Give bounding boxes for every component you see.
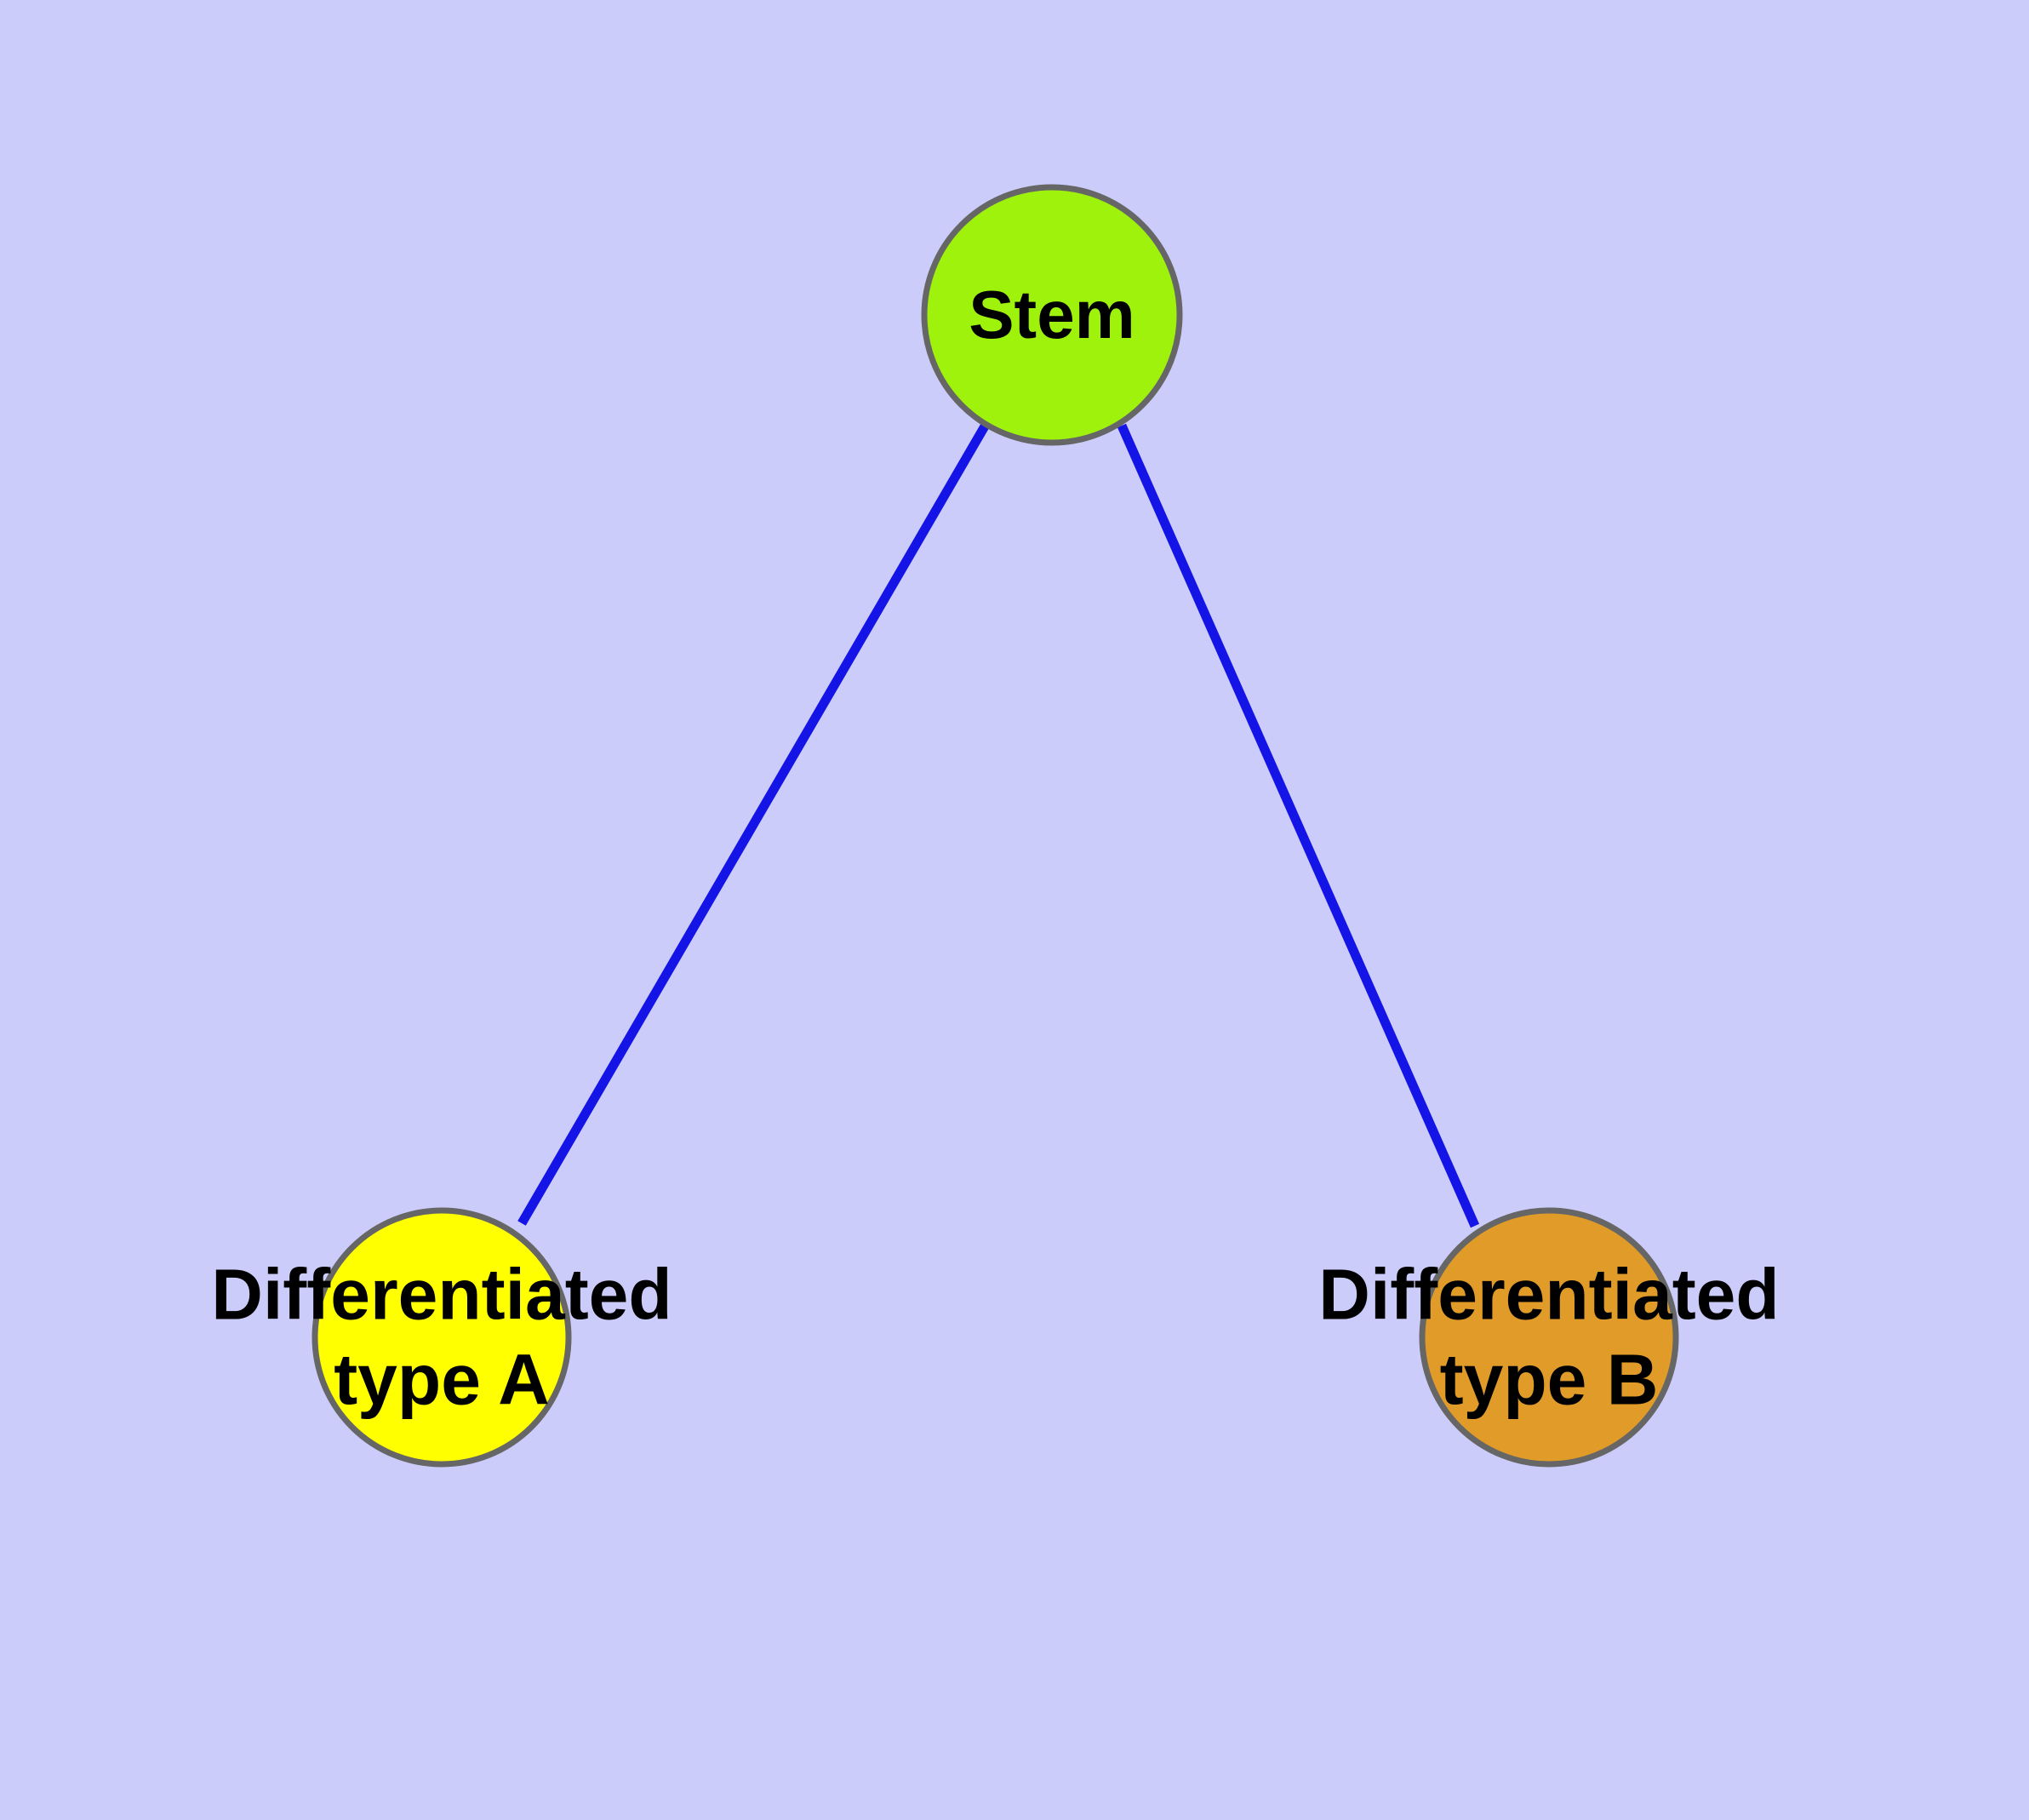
edges-layer [517, 422, 1480, 1228]
graph-node-label-stem: Stem [969, 277, 1135, 352]
graph-node-label-line: type A [334, 1340, 550, 1420]
graph-node-stem[interactable] [921, 184, 1183, 446]
graph-node-label-line: Differentiated [1318, 1255, 1779, 1335]
nodes-layer [311, 184, 1679, 1468]
graph-edge-stem-diff_b [1117, 423, 1480, 1228]
graph-node-label-line: Differentiated [211, 1255, 672, 1335]
graph-edge-stem-diff_a [517, 422, 990, 1226]
graph-node-label-line: Stem [969, 277, 1135, 352]
graph-node-diff_b[interactable] [1419, 1207, 1679, 1468]
graph-node-label-line: type B [1440, 1340, 1659, 1420]
graph-node-diff_a[interactable] [311, 1207, 572, 1468]
